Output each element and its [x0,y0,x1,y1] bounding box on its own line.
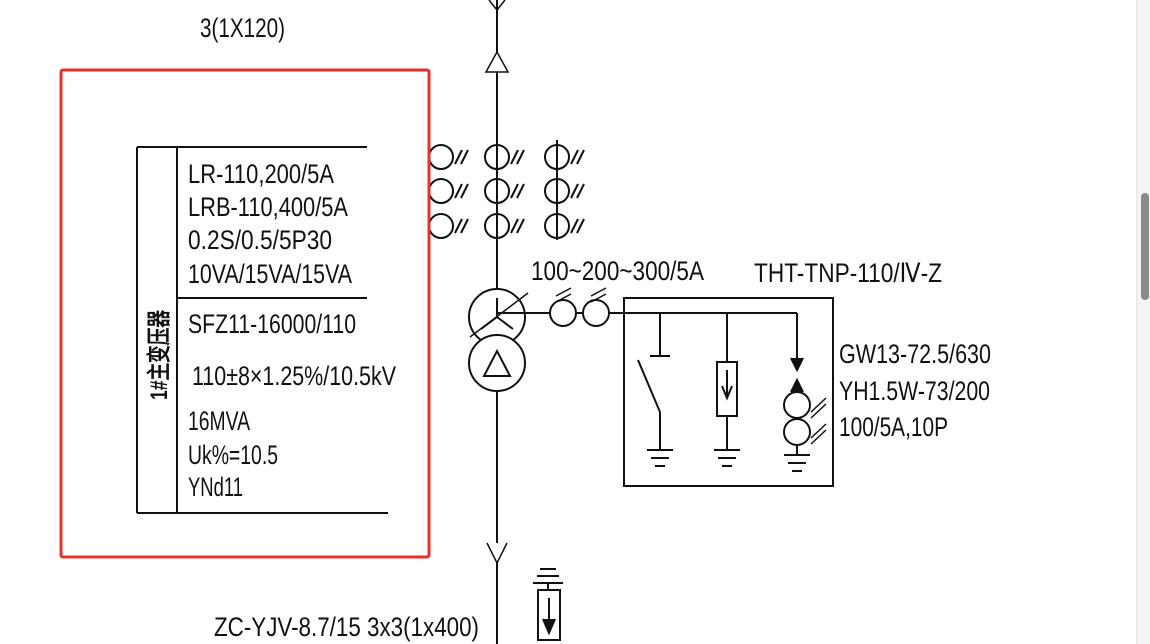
transformer-title: 1#主变压器 [145,309,173,400]
tx-impedance-line: Uk%=10.5 [188,440,278,470]
scrollbar-thumb[interactable] [1141,193,1149,300]
tx-model-line: SFZ11-16000/110 [188,309,356,339]
upper-plug-triangle [484,50,510,73]
tx-voltage-line: 110±8×1.25%/10.5kV [192,361,396,391]
lower-plug-triangle [486,542,508,565]
top-cable-label: 3(1X120) [200,13,285,43]
ct-spec-line-1: LR-110,200/5A [188,159,334,189]
ct-spec-line-4: 10VA/15VA/15VA [188,259,352,289]
ct-spec-line-2: LRB-110,400/5A [188,192,348,222]
neutral-device-internals [637,313,827,472]
main-transformer-symbol [468,288,529,392]
neutral-ct-label: 100~200~300/5A [531,256,704,286]
neutral-device-box [623,297,834,487]
vertical-scrollbar[interactable] [1136,0,1150,644]
current-transformer-group [428,140,585,240]
neutral-connection [497,287,797,327]
neutral-spec-line-2: YH1.5W-73/200 [839,376,990,406]
tx-vector-group-line: YNd11 [188,472,243,502]
tx-capacity-line: 16MVA [188,406,250,436]
bottom-arrester-symbol [533,568,563,641]
neutral-device-label: THT-TNP-110/Ⅳ-Z [754,258,942,288]
neutral-spec-line-3: 100/5A,10P [839,412,948,442]
bottom-cable-label: ZC-YJV-8.7/15 3x3(1x400) [214,612,479,642]
transformer-table [136,146,388,514]
top-arrow-mark [488,0,506,12]
ct-spec-line-3: 0.2S/0.5/5P30 [188,225,332,255]
highlight-box[interactable] [59,68,431,559]
neutral-spec-line-1: GW13-72.5/630 [839,339,991,369]
